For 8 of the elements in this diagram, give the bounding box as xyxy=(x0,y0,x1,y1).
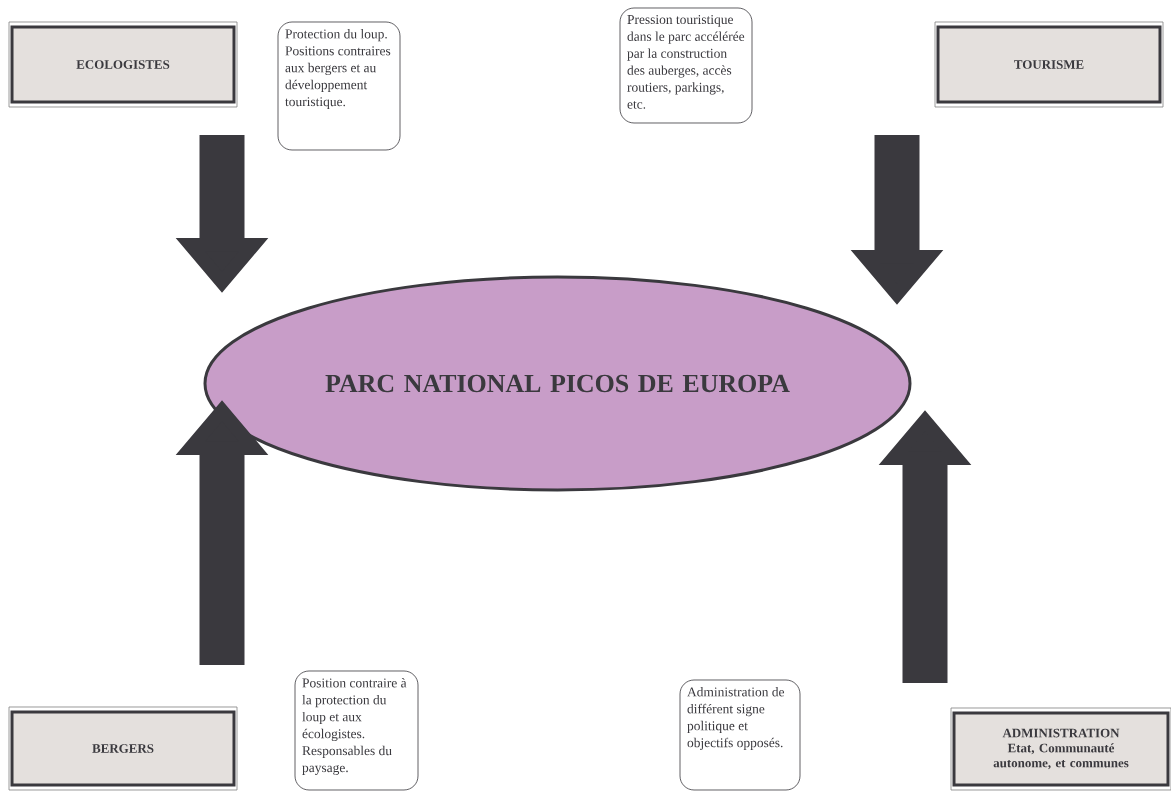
actor-box: BERGERS xyxy=(8,706,238,791)
note-box: Position contraire à la protection du loup et aux écologistes. Responsables du paysage. xyxy=(294,670,419,791)
actor-box: ADMINISTRATION Etat, Communauté autonome, et communes xyxy=(950,707,1171,791)
note-box: Administration de différent signe politique et objectifs opposés. xyxy=(679,679,801,791)
actor-box: ECOLOGISTES xyxy=(8,21,238,108)
note-box: Protection du loup. Positions contraires aux bergers et au développement touristique. xyxy=(277,21,401,151)
note-box: Pression touristique dans le parc accélérée par la construction des auberges, accès routiers, parkings, etc. xyxy=(619,7,753,124)
actor-box: TOURISME xyxy=(934,21,1164,108)
